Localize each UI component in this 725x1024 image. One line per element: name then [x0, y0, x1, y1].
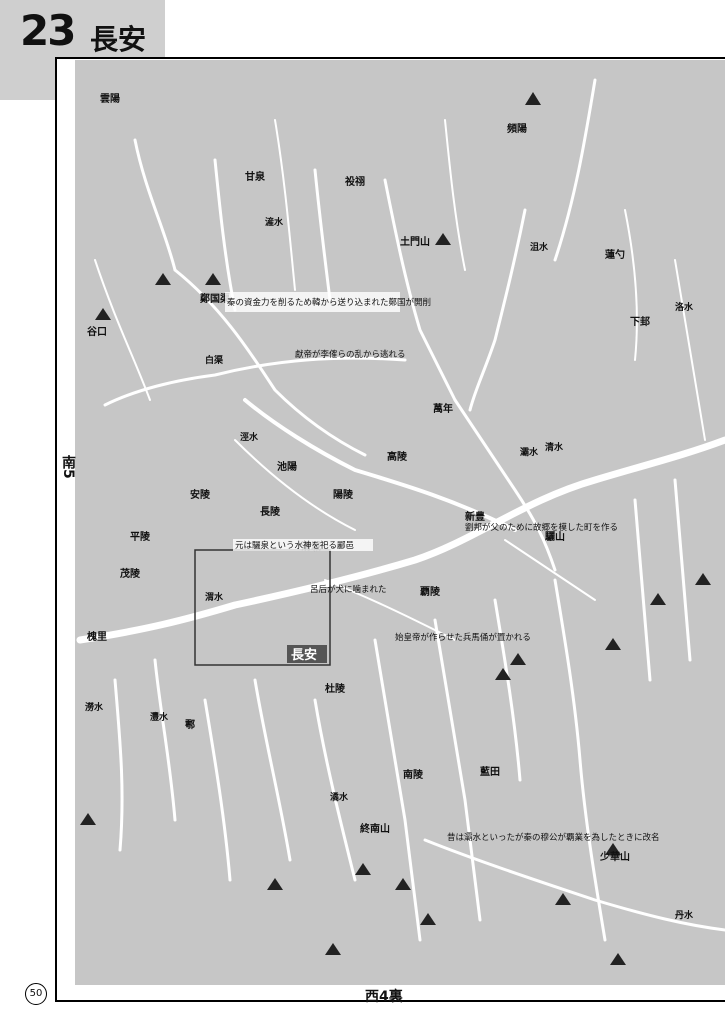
- annotation-note: 呂后が犬に噛まれた: [310, 584, 387, 595]
- place-label: 覇陵: [420, 585, 441, 598]
- river-label: 灃水: [150, 711, 169, 723]
- mountain-icon: [605, 638, 621, 650]
- changan-city-label: 長安: [291, 647, 317, 663]
- place-label: 甘泉: [245, 170, 266, 183]
- place-label: 少華山: [599, 850, 630, 863]
- mountain-icon: [395, 878, 411, 890]
- mountain-icon: [495, 668, 511, 680]
- place-label: 長陵: [260, 505, 281, 518]
- mountain-icon: [80, 813, 96, 825]
- changan-city-label-bg: [287, 645, 327, 663]
- annotation-note: 劉邦が父のために故郷を模した町を作る: [465, 522, 618, 533]
- mountain-icon: [267, 878, 283, 890]
- place-label: 下邽: [630, 315, 650, 328]
- place-label: 頻陽: [507, 122, 527, 135]
- page-number: 50: [25, 983, 47, 1005]
- mountain-icon: [695, 573, 711, 585]
- place-label: 鄭国渠: [199, 292, 231, 305]
- mountain-icon: [155, 273, 171, 285]
- place-label: 池陽: [277, 460, 297, 473]
- place-label: 雲陽: [100, 93, 120, 105]
- mountain-icon: [325, 943, 341, 955]
- place-label: 祋祤: [344, 175, 365, 188]
- chapter-title: 長安: [90, 23, 147, 56]
- place-label: 茂陵: [120, 567, 141, 580]
- annotation-note: 秦の資金力を削るため韓から送り込まれた鄭国が開削: [227, 297, 431, 308]
- annotation-note: 昔は灞水といったが秦の穆公が覇業を為したときに改名: [447, 832, 660, 843]
- annotation-note: 始皇帝が作らせた兵馬俑が置かれる: [395, 632, 531, 643]
- place-label: 安陵: [190, 488, 211, 501]
- bottom-margin-label: 西4裏: [365, 989, 403, 1005]
- river-label: 灞水: [520, 446, 539, 458]
- jing-river: [243, 398, 517, 532]
- place-label: 土門山: [400, 235, 430, 248]
- river-label: 白渠: [205, 354, 224, 366]
- place-label: 陽陵: [333, 488, 354, 501]
- place-label: 鄠: [185, 718, 195, 731]
- mountain-icon: [650, 593, 666, 605]
- chapter-tab: [0, 0, 165, 58]
- mountain-icon: [435, 233, 451, 245]
- river-label: 潏水: [330, 791, 349, 803]
- place-label: 南陵: [403, 768, 424, 781]
- place-label: 高陵: [387, 450, 408, 463]
- chapter-tab-band: [0, 58, 56, 100]
- mountain-icon: [95, 308, 111, 320]
- river-label: 滻水: [265, 216, 284, 228]
- chapter-number: 23: [20, 6, 76, 55]
- place-label: 藍田: [480, 765, 500, 778]
- mountain-icon: [610, 953, 626, 965]
- wei-river: [76, 436, 725, 644]
- mountain-icon: [555, 893, 571, 905]
- map-area[interactable]: 長安 雲陽 甘泉 頻陽 祋祤 土門山 蓮勺 谷口 鄭国渠 下邽 池陽 高陵 萬年: [75, 60, 725, 985]
- mountain-icon: [525, 92, 541, 105]
- annotation-note: 獻帝が李傕らの乱から逃れる: [295, 349, 406, 360]
- place-label: 谷口: [87, 325, 107, 338]
- place-label: 萬年: [433, 402, 453, 415]
- mountain-icon: [205, 273, 221, 285]
- place-label: 平陵: [130, 530, 151, 543]
- place-label: 新豊: [465, 510, 485, 523]
- place-label: 蓮勺: [605, 248, 625, 261]
- place-label: 槐里: [86, 630, 107, 643]
- left-margin-label: 南5: [60, 455, 76, 479]
- mountain-icon: [420, 913, 436, 925]
- place-label: 杜陵: [325, 682, 346, 695]
- river-label: 清水: [545, 441, 564, 453]
- river-label: 沮水: [530, 241, 549, 253]
- mountain-icon: [605, 843, 621, 855]
- place-label: 驪山: [545, 530, 565, 543]
- annotation-note: 元は驪泉という水神を祀る酈邑: [235, 540, 354, 551]
- river-label: 澇水: [85, 701, 104, 713]
- river-label: 洛水: [675, 301, 694, 313]
- mountain-icon: [355, 863, 371, 875]
- river-label: 丹水: [675, 909, 694, 921]
- river-label: 涇水: [240, 431, 259, 443]
- place-label: 終南山: [360, 822, 390, 835]
- river-label: 渭水: [205, 591, 224, 603]
- mountain-icon: [510, 653, 526, 665]
